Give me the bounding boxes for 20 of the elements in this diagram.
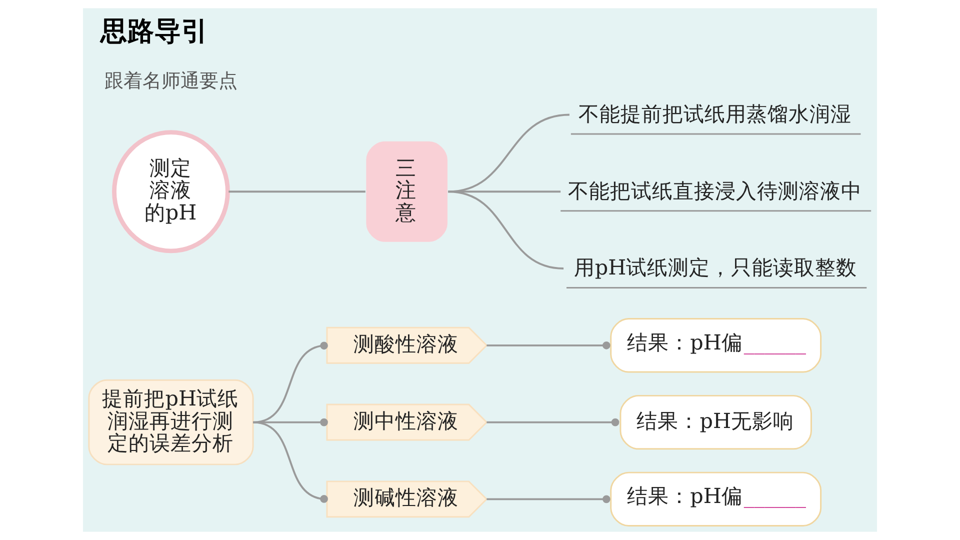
diagram-title: 思路导引 <box>100 16 209 47</box>
node-text: 不能提前把试纸用蒸馏水润湿 <box>578 102 852 126</box>
node-box: 结果：pH无影响 <box>620 394 812 450</box>
connector <box>448 190 561 193</box>
node-text: 不能把试纸直接浸入待测溶液中 <box>568 178 862 203</box>
node-box: 结果：pH偏______ <box>610 318 822 373</box>
label: 跟着名师通要点 <box>104 69 238 92</box>
connector <box>486 342 610 350</box>
node-box: 提前把pH试纸润湿再进行测定的误差分析 <box>88 379 254 466</box>
connector <box>252 421 328 503</box>
connector <box>228 190 366 193</box>
connector <box>486 418 620 426</box>
node-circle: 测定溶液的pH <box>112 130 230 254</box>
node-box: 结果：pH偏______ <box>610 472 822 527</box>
connector <box>448 114 570 193</box>
connector <box>252 342 328 424</box>
node-box: 三注意 <box>366 141 448 242</box>
connector <box>448 190 564 270</box>
node-text: 用pH试纸测定，只能读取整数 <box>574 256 858 280</box>
connector <box>486 495 610 504</box>
